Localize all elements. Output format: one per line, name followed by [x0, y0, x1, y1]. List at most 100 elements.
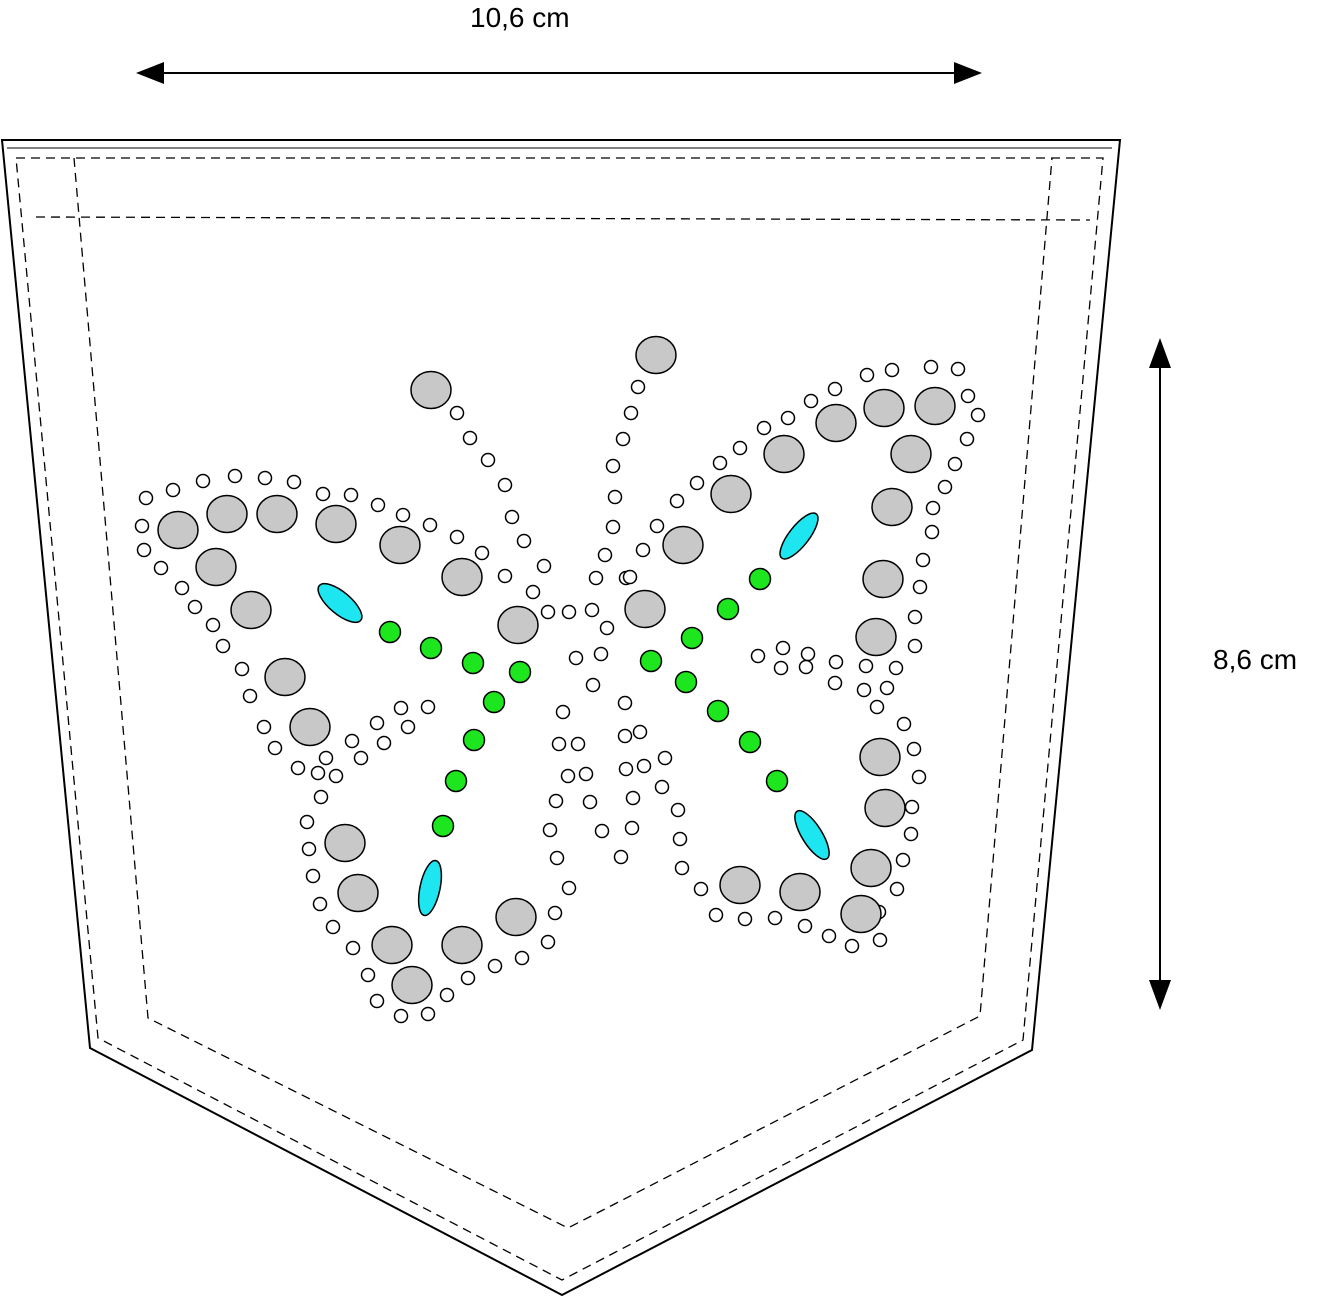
large-gray-stone: [289, 707, 331, 747]
small-stone: [393, 700, 409, 716]
small-stone: [153, 560, 169, 576]
small-stone: [134, 518, 150, 534]
small-stone: [422, 517, 438, 533]
small-stone: [313, 789, 329, 805]
small-stone: [649, 518, 665, 534]
large-gray-stone: [763, 434, 805, 474]
small-stone: [353, 750, 369, 766]
small-stone: [370, 497, 386, 513]
small-stone: [290, 760, 306, 776]
small-stone: [859, 367, 875, 383]
small-stone: [395, 507, 411, 523]
small-stone: [561, 604, 577, 620]
green-stone: [639, 649, 663, 673]
large-gray-stone: [859, 737, 901, 777]
small-stone: [393, 1008, 409, 1024]
small-stone: [325, 919, 341, 935]
green-stone: [482, 690, 506, 714]
small-stone: [215, 638, 231, 654]
small-stone: [568, 650, 584, 666]
small-stone: [623, 405, 639, 421]
large-gray-stone: [337, 873, 379, 913]
small-stone: [925, 500, 941, 516]
small-stone: [856, 682, 872, 698]
small-stone: [618, 761, 634, 777]
small-stone: [672, 831, 688, 847]
large-gray-stone: [441, 557, 483, 597]
small-stones: [134, 359, 986, 1024]
small-stone: [773, 660, 789, 676]
small-stone: [267, 740, 283, 756]
small-stone: [636, 758, 652, 774]
small-stone: [607, 489, 623, 505]
width-dimension-arrow: [136, 62, 982, 84]
small-stone: [803, 393, 819, 409]
large-gray-stone: [256, 494, 298, 534]
cyan-oval-stone: [779, 512, 819, 560]
small-stone: [797, 918, 813, 934]
small-stone: [256, 719, 272, 735]
small-stone: [959, 431, 975, 447]
green-stone: [674, 670, 698, 694]
small-stone: [594, 823, 610, 839]
large-gray-stone: [195, 547, 237, 587]
small-stone: [301, 841, 317, 857]
small-stone: [756, 420, 772, 436]
small-stone: [585, 677, 601, 693]
large-gray-stone: [264, 657, 306, 697]
small-stone: [624, 820, 640, 836]
small-stone: [449, 405, 465, 421]
green-stone: [748, 567, 772, 591]
large-gray-stone: [850, 848, 892, 888]
small-stone: [858, 658, 874, 674]
large-gray-stone: [379, 525, 421, 565]
small-stone: [360, 967, 376, 983]
large-gray-stone: [914, 386, 956, 426]
small-stone: [205, 617, 221, 633]
small-stone: [937, 479, 953, 495]
green-stone: [680, 626, 704, 650]
small-stone: [630, 379, 646, 395]
small-stone: [369, 715, 385, 731]
large-gray-stone: [230, 590, 272, 630]
inner-stitching: [73, 157, 1053, 1229]
small-stone: [369, 993, 385, 1009]
small-stone: [497, 477, 513, 493]
small-stone: [693, 881, 709, 897]
small-stone: [376, 735, 392, 751]
large-gray-stone: [855, 617, 897, 657]
small-stone: [462, 430, 478, 446]
small-stone: [165, 482, 181, 498]
top-stitching: [35, 216, 1091, 221]
large-gray-stone: [662, 525, 704, 565]
small-stone: [780, 410, 796, 426]
height-dimension-arrow: [1149, 338, 1171, 1010]
large-gray-stone: [635, 335, 677, 375]
small-stone: [750, 648, 766, 664]
small-stone: [657, 750, 673, 766]
small-stone: [584, 602, 600, 618]
butterfly-rhinestone-motif: [134, 335, 986, 1024]
small-stone: [625, 790, 641, 806]
small-stone: [449, 529, 465, 545]
small-stone: [286, 474, 302, 490]
small-stone: [884, 362, 900, 378]
green-stone: [378, 620, 402, 644]
small-stone: [560, 768, 576, 784]
small-stone: [234, 661, 250, 677]
large-gray-stone: [391, 965, 433, 1005]
small-stone: [504, 509, 520, 525]
green-stone: [716, 597, 740, 621]
small-stone: [798, 659, 814, 675]
small-stone: [970, 407, 986, 423]
outer-stitching: [15, 157, 1104, 1281]
small-stone: [895, 852, 911, 868]
large-gray-stone: [719, 865, 761, 905]
small-stone: [136, 542, 152, 558]
large-gray-stone: [497, 605, 539, 645]
large-gray-stone: [815, 403, 857, 443]
small-stone: [516, 533, 532, 549]
small-stone: [689, 475, 705, 491]
width-label: 10,6 cm: [470, 2, 570, 33]
